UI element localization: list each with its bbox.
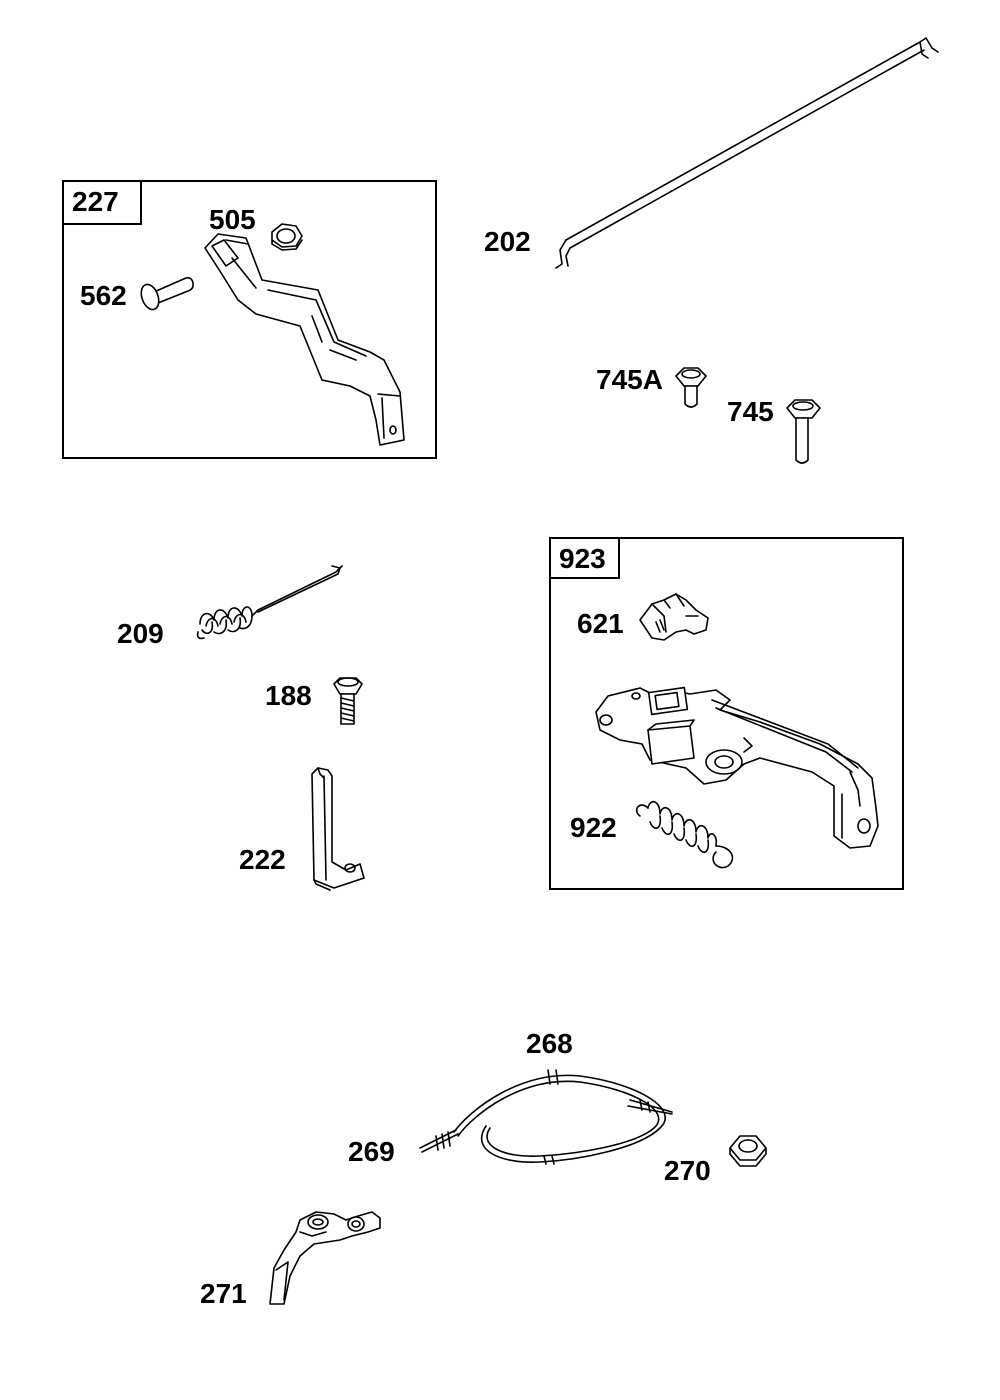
part-222-bracket-drawing	[311, 767, 365, 891]
part-745A-bolt-drawing	[675, 367, 707, 408]
part-label-621: 621	[577, 608, 624, 639]
part-209-spring-drawing	[196, 565, 343, 640]
part-562-pin-drawing	[140, 277, 194, 311]
kit-923-number: 923	[549, 537, 620, 579]
part-label-271: 271	[200, 1278, 247, 1309]
part-268-cable-drawing	[419, 1069, 673, 1165]
part-label-222: 222	[239, 844, 286, 875]
part-label-745: 745	[727, 396, 774, 427]
part-label-562: 562	[80, 280, 127, 311]
part-202-rod-drawing	[555, 37, 939, 269]
kit-227-number: 227	[62, 180, 142, 225]
part-label-270: 270	[664, 1155, 711, 1186]
part-label-505: 505	[209, 204, 256, 235]
part-188-screw-drawing	[333, 677, 363, 725]
part-505-nut-drawing	[271, 223, 303, 251]
part-label-922: 922	[570, 812, 617, 843]
part-label-202: 202	[484, 226, 531, 257]
part-271-lever-drawing	[269, 1211, 381, 1305]
part-227-lever-drawing	[204, 233, 405, 446]
part-label-269: 269	[348, 1136, 395, 1167]
part-922-spring-drawing	[635, 801, 734, 869]
kit-227-box: 227	[62, 180, 437, 459]
part-label-188: 188	[265, 680, 312, 711]
part-745-bolt-drawing	[786, 399, 821, 464]
kit-923-box: 923	[549, 537, 904, 890]
part-label-268: 268	[526, 1028, 573, 1059]
part-270-nut-drawing	[729, 1135, 767, 1167]
part-621-clip-drawing	[639, 593, 709, 641]
part-label-745A: 745A	[596, 364, 663, 395]
part-923-lever-assembly-drawing	[595, 686, 879, 849]
part-label-209: 209	[117, 618, 164, 649]
